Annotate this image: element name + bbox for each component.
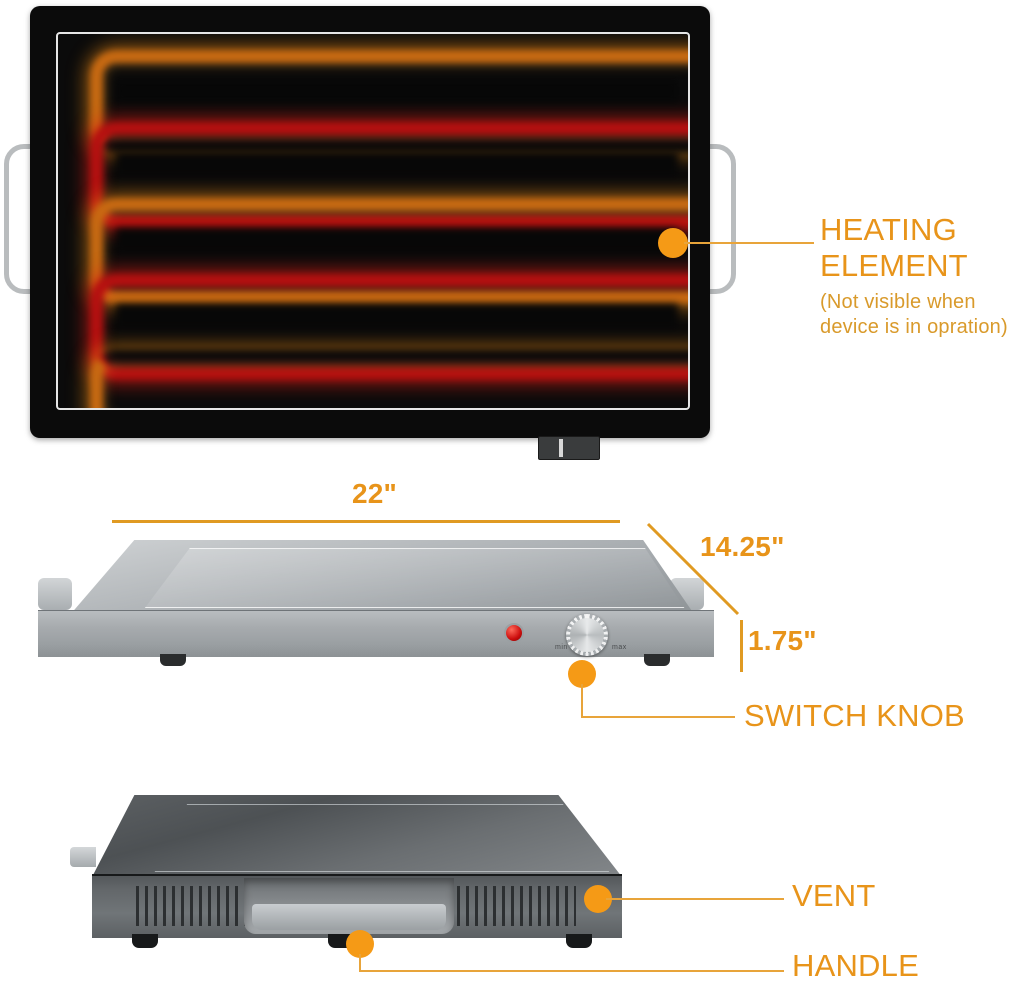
coil-gap-4: [116, 304, 678, 328]
griddle-cooking-surface-rear: [92, 795, 622, 877]
griddle-surface-inset-rear: [154, 804, 610, 872]
temperature-control-knob[interactable]: [566, 614, 608, 656]
dimension-label-depth: 14.25": [700, 531, 785, 562]
coil-run-5: [90, 350, 688, 408]
knob-min-label: min: [555, 644, 568, 651]
callout-dot-handle[interactable]: [346, 930, 374, 958]
product-image-front-view: min max: [20, 540, 720, 670]
dimension-label-width: 22": [352, 478, 398, 509]
callout-title-vent: VENT: [792, 878, 876, 913]
griddle-foot-right: [644, 654, 670, 666]
griddle-foot-rear-right: [566, 934, 592, 948]
griddle-side-knob-stub: [70, 847, 96, 867]
griddle-cooking-surface: [70, 540, 694, 614]
knob-max-label: max: [612, 644, 627, 651]
power-indicator-light: [504, 623, 524, 643]
coil-run-2: [90, 122, 688, 228]
power-cord-socket: [538, 436, 600, 460]
callout-title-heating-element-line1: HEATING: [820, 212, 957, 247]
coil-run-3: [90, 198, 688, 304]
griddle-top-border: [56, 32, 690, 410]
callout-leader-heating-element: [684, 242, 814, 244]
vent-slots-right: [430, 886, 576, 926]
callout-leader-switch-knob-vertical: [581, 684, 583, 718]
dimension-line-width: [112, 520, 620, 523]
coil-gap-2: [116, 152, 678, 176]
coil-gap-3: [116, 228, 678, 252]
callout-title-heating-element-line2: ELEMENT: [820, 248, 968, 283]
griddle-body-top-view: [30, 6, 710, 438]
griddle-rear-panel: [92, 874, 622, 938]
griddle-front-panel: min max: [38, 610, 714, 657]
coil-run-4: [90, 274, 688, 380]
heating-element-area: [58, 34, 688, 408]
callout-dot-switch-knob[interactable]: [568, 660, 596, 688]
callout-title-switch-knob: SWITCH KNOB: [744, 698, 965, 733]
carry-handle[interactable]: [244, 878, 454, 934]
dimension-label-height: 1.75": [748, 625, 817, 656]
dimension-line-height: [740, 620, 743, 672]
callout-leader-handle-horizontal: [359, 970, 784, 972]
callout-leader-handle-vertical: [359, 954, 361, 972]
griddle-side-ear-left: [38, 578, 72, 610]
callout-title-handle: HANDLE: [792, 948, 919, 983]
callout-leader-vent: [606, 898, 784, 900]
callout-note-heating-element-line1: (Not visible when: [820, 291, 976, 313]
callout-leader-switch-knob-horizontal: [581, 716, 735, 718]
griddle-foot-rear-left: [132, 934, 158, 948]
product-image-heating-element-view: [4, 6, 736, 460]
product-image-rear-view: [70, 795, 640, 965]
callout-dot-heating-element[interactable]: [658, 228, 688, 258]
griddle-surface-inset: [144, 548, 685, 608]
griddle-foot-left: [160, 654, 186, 666]
coil-gap-1: [116, 80, 678, 102]
callout-note-heating-element-line2: device is in opration): [820, 316, 1008, 338]
